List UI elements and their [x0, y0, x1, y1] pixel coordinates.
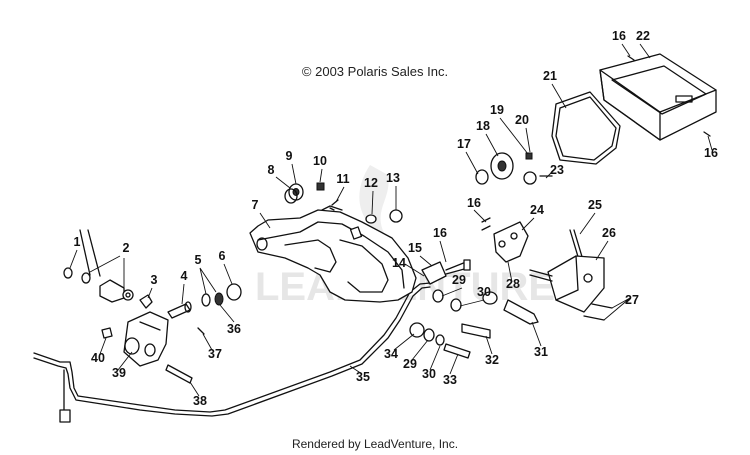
copyright-text: © 2003 Polaris Sales Inc.: [301, 64, 449, 79]
callout-c16b: 16: [467, 196, 481, 210]
callout-c27: 27: [625, 293, 639, 307]
footer-credit: Rendered by LeadVenture, Inc.: [291, 437, 459, 451]
pin: [197, 327, 205, 335]
washer: [432, 289, 444, 303]
washer: [423, 328, 435, 342]
callout-c26: 26: [602, 226, 616, 240]
switch: [421, 259, 471, 285]
callout-c29a: 29: [452, 273, 466, 287]
shift-cable: [33, 282, 431, 423]
bracket: [493, 221, 529, 263]
callout-c4: 4: [181, 269, 188, 283]
roller: [99, 279, 134, 303]
callout-c12: 12: [364, 176, 378, 190]
callout-c16c: 16: [612, 29, 626, 43]
callout-c7: 7: [252, 198, 259, 212]
callout-c3: 3: [151, 273, 158, 287]
callout-c24: 24: [530, 203, 544, 217]
bolt: [165, 364, 193, 384]
callout-c17: 17: [457, 137, 471, 151]
callout-c10: 10: [313, 154, 327, 168]
gasket: [551, 91, 621, 165]
washer: [201, 293, 211, 307]
callout-c8: 8: [268, 163, 275, 177]
callout-c33: 33: [443, 373, 457, 387]
callout-c34: 34: [384, 347, 398, 361]
spacer: [139, 294, 153, 309]
callout-c11: 11: [336, 172, 349, 186]
callout-c18: 18: [476, 119, 490, 133]
bolt: [443, 343, 471, 359]
callout-c19: 19: [490, 103, 504, 117]
callout-c30b: 30: [422, 367, 436, 381]
cover: [599, 53, 717, 141]
washer: [435, 334, 445, 346]
pulley: [475, 152, 553, 185]
callout-c31: 31: [534, 345, 548, 359]
callout-c35: 35: [356, 370, 370, 384]
nut: [101, 327, 113, 339]
plunger: [503, 299, 539, 325]
arm: [79, 229, 101, 277]
spacer: [389, 209, 403, 223]
callout-c30a: 30: [477, 285, 491, 299]
nut: [316, 182, 325, 191]
callout-c9: 9: [286, 149, 293, 163]
o-ring: [226, 283, 242, 301]
callout-c5: 5: [195, 253, 202, 267]
washer: [450, 298, 462, 312]
lever-arm: [123, 311, 169, 367]
screws: [583, 303, 613, 321]
callout-c21: 21: [543, 69, 557, 83]
bushing: [365, 214, 377, 224]
washer: [63, 267, 73, 279]
callout-c32: 32: [485, 353, 499, 367]
main-housing: [249, 205, 417, 303]
screws: [481, 217, 491, 231]
callout-c13: 13: [386, 171, 400, 185]
callout-c40: 40: [91, 351, 105, 365]
bushing: [409, 322, 425, 338]
screws: [627, 55, 711, 137]
leader-lines: [69, 43, 713, 397]
callout-c22: 22: [636, 29, 650, 43]
callout-c1: 1: [74, 235, 81, 249]
knob: [482, 291, 498, 305]
callout-c37: 37: [208, 347, 222, 361]
gear-bushing: [284, 183, 304, 204]
callout-c6: 6: [219, 249, 226, 263]
callout-c38: 38: [193, 394, 207, 408]
callout-c29b: 29: [403, 357, 417, 371]
bolt: [461, 323, 491, 339]
gasket-inner: [555, 96, 617, 161]
actuator: [529, 255, 605, 313]
callout-c14: 14: [392, 256, 406, 270]
callout-c23: 23: [550, 163, 564, 177]
callout-c16a: 16: [433, 226, 447, 240]
washer: [81, 272, 91, 284]
callout-c25: 25: [588, 198, 602, 212]
callout-c15: 15: [408, 241, 422, 255]
shaft-end: [184, 301, 192, 313]
callout-c36: 36: [227, 322, 241, 336]
callout-c39: 39: [112, 366, 126, 380]
callout-c20: 20: [515, 113, 529, 127]
callout-c2: 2: [123, 241, 130, 255]
callout-c16d: 16: [704, 146, 718, 160]
washer: [214, 292, 224, 306]
callout-c28: 28: [506, 277, 520, 291]
